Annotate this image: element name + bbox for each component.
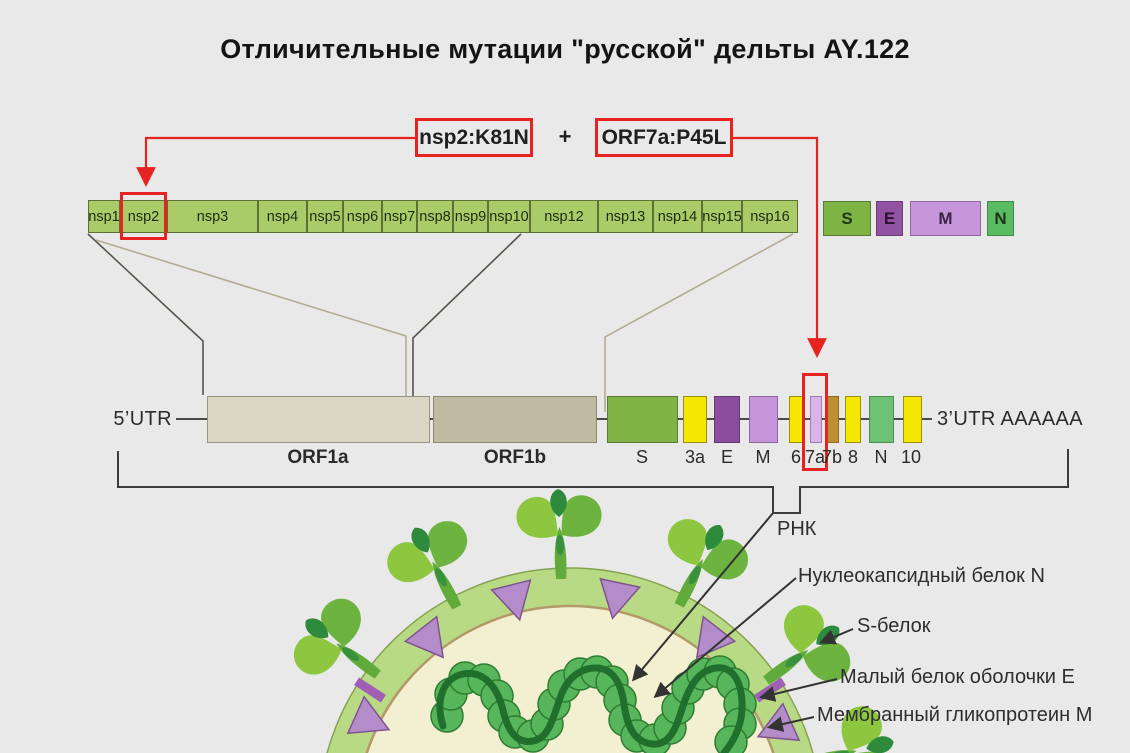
label-rna: РНК bbox=[777, 518, 817, 540]
block-n-top: N bbox=[987, 201, 1014, 236]
red-outline-7a bbox=[802, 373, 828, 471]
block-7a bbox=[810, 396, 822, 443]
segment-nsp15: nsp15 bbox=[702, 200, 742, 233]
label-membrane: Мембранный гликопротеин M bbox=[817, 704, 1093, 726]
block-m-top: M bbox=[910, 201, 981, 236]
label-spike: S-белок bbox=[857, 615, 931, 637]
virus-illustration bbox=[280, 487, 904, 753]
block-s bbox=[607, 396, 678, 443]
label-6: 6 bbox=[790, 447, 801, 467]
block-n bbox=[869, 396, 894, 443]
label-orf1b: ORF1b bbox=[483, 447, 547, 468]
segment-nsp1: nsp1 bbox=[88, 200, 120, 233]
label-n: N bbox=[874, 447, 888, 467]
segment-nsp3: nsp3 bbox=[167, 200, 258, 233]
page-title: Отличительные мутации "русской" дельты A… bbox=[220, 34, 910, 64]
segment-nsp10: nsp10 bbox=[488, 200, 530, 233]
red-outline-nsp2 bbox=[120, 192, 167, 240]
block-10 bbox=[903, 396, 922, 443]
label-3utr: 3’UTR AAAAAA bbox=[937, 408, 1083, 430]
label-envelope: Малый белок оболочки E bbox=[840, 666, 1075, 688]
segment-nsp6: nsp6 bbox=[343, 200, 382, 233]
label-3a: 3a bbox=[684, 447, 706, 467]
segment-nsp13: nsp13 bbox=[598, 200, 653, 233]
mutation-box-nsp2: nsp2:K81N bbox=[415, 118, 533, 157]
arrow-nucleocapsid bbox=[653, 577, 797, 699]
block-3a bbox=[683, 396, 707, 443]
segment-nsp16: nsp16 bbox=[742, 200, 798, 233]
block-m bbox=[749, 396, 778, 443]
red-arrow-to-nsp2 bbox=[136, 136, 415, 187]
label-5utr: 5’UTR bbox=[113, 408, 172, 430]
block-8 bbox=[845, 396, 861, 443]
mutation-box-orf7a: ORF7a:P45L bbox=[595, 118, 733, 157]
segment-nsp14: nsp14 bbox=[653, 200, 702, 233]
block-orf1a bbox=[207, 396, 430, 443]
segment-nsp12: nsp12 bbox=[530, 200, 598, 233]
block-s-top: S bbox=[823, 201, 871, 236]
red-arrow-to-7a bbox=[733, 136, 827, 358]
plus-sign: + bbox=[558, 124, 572, 149]
label-7b: 7b bbox=[821, 447, 843, 467]
arrow-spike bbox=[819, 628, 854, 645]
arrow-envelope bbox=[758, 678, 838, 702]
rna-strand bbox=[436, 664, 746, 753]
label-10: 10 bbox=[900, 447, 922, 467]
label-8: 8 bbox=[847, 447, 858, 467]
label-s: S bbox=[635, 447, 648, 467]
label-e: E bbox=[720, 447, 733, 467]
segment-nsp7: nsp7 bbox=[382, 200, 417, 233]
segment-nsp8: nsp8 bbox=[417, 200, 453, 233]
label-orf1a: ORF1a bbox=[287, 447, 349, 468]
arrow-membrane bbox=[766, 716, 815, 732]
block-e bbox=[714, 396, 740, 443]
genome-bracket bbox=[117, 449, 1069, 514]
block-e-top: E bbox=[876, 201, 903, 236]
arrow-rna bbox=[631, 512, 774, 682]
label-m: M bbox=[755, 447, 771, 467]
segment-nsp9: nsp9 bbox=[453, 200, 488, 233]
block-orf1b bbox=[433, 396, 597, 443]
label-nucleocapsid: Нуклеокапсидный белок N bbox=[798, 565, 1045, 587]
funnel-lines bbox=[87, 233, 794, 412]
label-7a: 7a bbox=[804, 447, 826, 467]
segment-nsp5: nsp5 bbox=[307, 200, 343, 233]
segment-nsp4: nsp4 bbox=[258, 200, 307, 233]
